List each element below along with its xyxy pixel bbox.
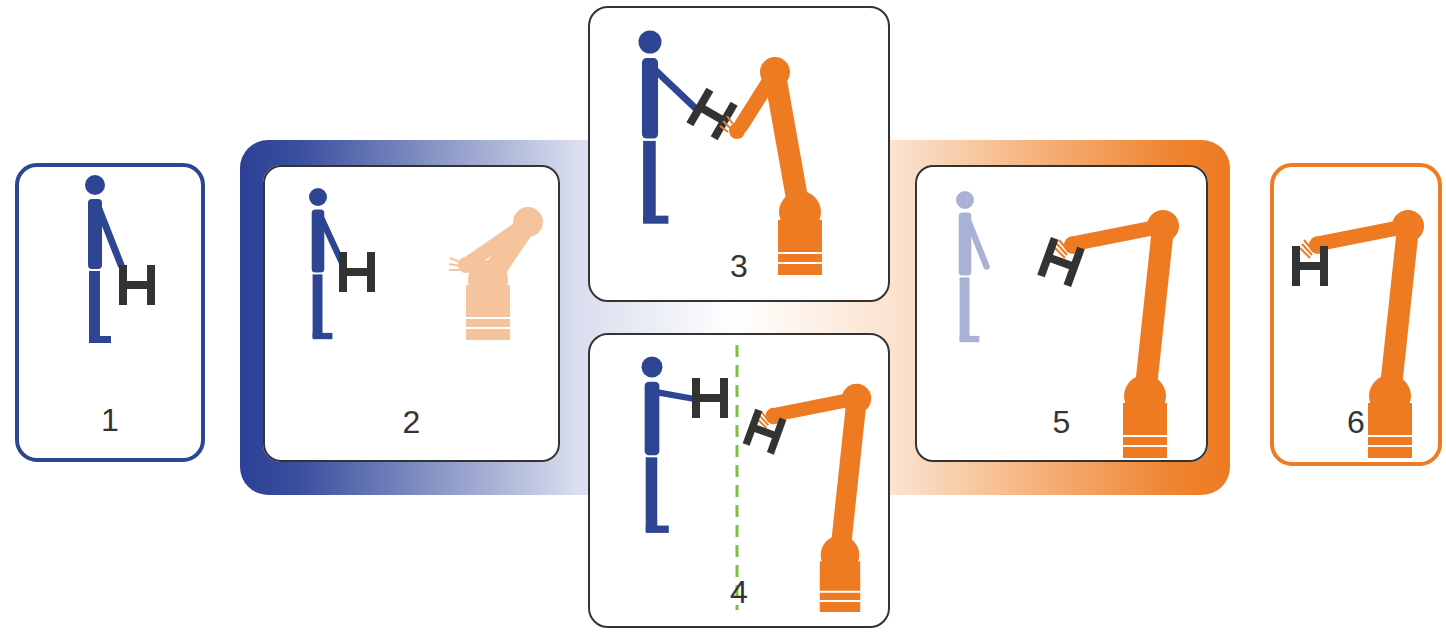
workpiece xyxy=(339,252,375,292)
stage-box: 1 xyxy=(15,163,205,462)
stage-number: 4 xyxy=(590,576,888,608)
stage-box: 5 xyxy=(915,165,1208,462)
human-faded xyxy=(956,191,987,342)
robot-faded xyxy=(449,207,543,340)
safety-line xyxy=(736,345,739,610)
human-figure xyxy=(642,357,692,533)
human-figure xyxy=(309,188,343,339)
workpiece xyxy=(119,265,155,305)
stage-box: 2 xyxy=(263,165,560,462)
stage-number: 5 xyxy=(917,406,1206,438)
robot-arm xyxy=(720,57,822,275)
workpiece xyxy=(692,378,728,418)
stage-box: 4 xyxy=(588,333,890,628)
human-figure xyxy=(85,175,121,343)
stage-number: 2 xyxy=(265,406,558,438)
stage-number: 6 xyxy=(1274,406,1438,438)
stage-box: 3 xyxy=(588,6,890,302)
stage-box: 6 xyxy=(1270,163,1442,466)
human-figure xyxy=(639,31,697,224)
stage-number: 1 xyxy=(19,404,201,436)
robot-arm xyxy=(743,384,872,612)
stage-number: 3 xyxy=(590,250,888,282)
